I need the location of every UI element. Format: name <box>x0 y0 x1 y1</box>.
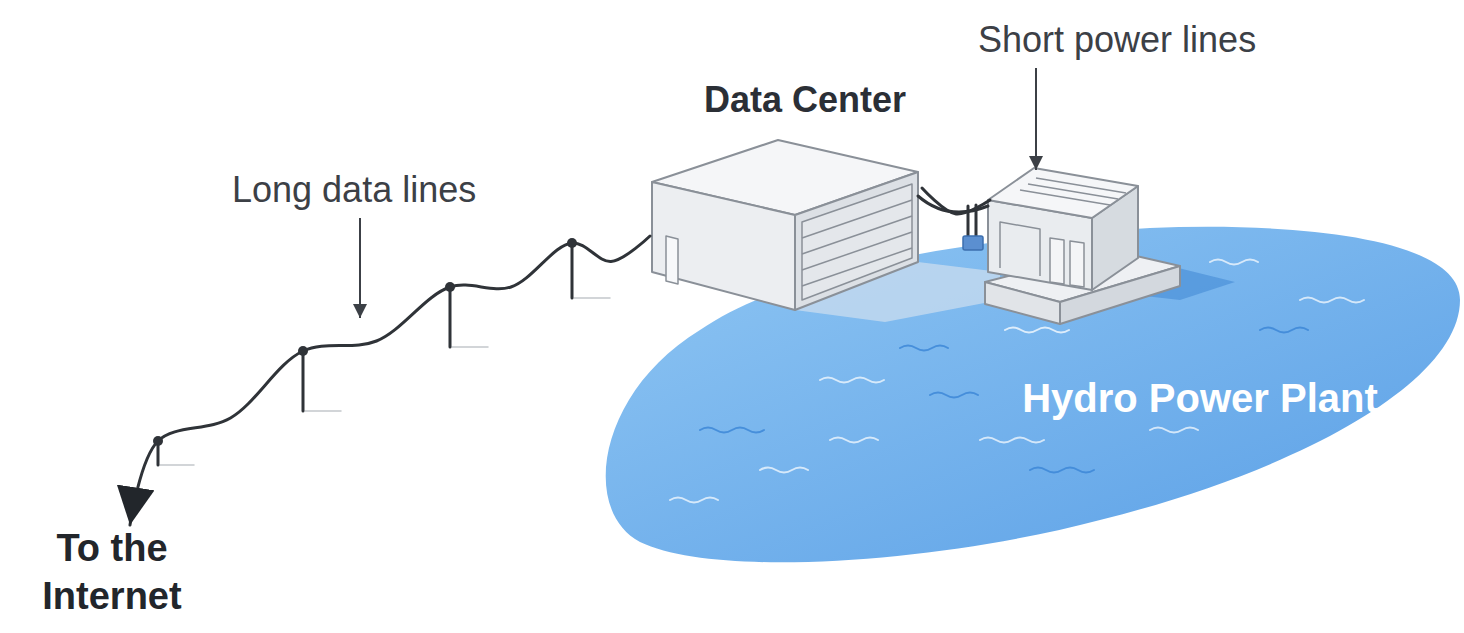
power-cable-drops <box>918 196 988 250</box>
louver-slat <box>802 200 912 238</box>
node-label: Data Center <box>688 78 922 121</box>
data-center-building <box>652 140 918 310</box>
node-label: To the Internet <box>22 525 202 620</box>
platform-front <box>985 282 1060 324</box>
wave <box>1005 328 1069 333</box>
station-roof <box>988 168 1138 218</box>
wave <box>930 393 978 398</box>
roof-vent <box>1028 184 1118 199</box>
roof-vent <box>1036 178 1126 193</box>
node-label: Hydro Power Plant <box>990 374 1410 422</box>
wave <box>1300 298 1364 303</box>
cable-drop <box>967 206 970 240</box>
leader-arrow <box>1035 68 1037 170</box>
callout-label: Long data lines <box>232 168 476 211</box>
wave <box>1260 328 1308 333</box>
building-right-wall <box>795 172 918 310</box>
pole-insulator <box>153 436 163 446</box>
cable-drop <box>975 205 978 236</box>
junction-box <box>963 236 983 250</box>
pole-insulator <box>567 238 577 248</box>
station-door <box>1050 238 1064 284</box>
wave <box>670 498 718 503</box>
louver-slat <box>802 216 912 254</box>
pole-shadow <box>305 410 341 412</box>
power-plant-node: Hydro Power Plant <box>990 160 1410 422</box>
louver-panel <box>802 184 912 300</box>
callout-label: Short power lines <box>978 18 1256 61</box>
power-station-building <box>985 168 1180 324</box>
wave <box>700 428 764 433</box>
pole-shadow <box>160 464 194 466</box>
pole-insulator <box>445 282 455 292</box>
data-line <box>130 236 650 525</box>
building-door <box>666 236 678 284</box>
pole-insulator <box>298 346 308 356</box>
power-line <box>922 188 990 214</box>
wave <box>760 468 808 473</box>
station-panel <box>1000 222 1040 276</box>
wave <box>980 438 1044 443</box>
pole <box>302 351 305 411</box>
wave <box>1150 428 1198 433</box>
building-left-wall <box>652 182 795 310</box>
station-door <box>1070 241 1084 287</box>
pole <box>571 243 574 298</box>
wave <box>1030 468 1094 473</box>
utility-poles <box>153 238 610 465</box>
pole-shadow <box>452 346 488 348</box>
wave <box>1210 260 1258 265</box>
louver-slat <box>802 248 912 286</box>
leader-arrow <box>359 218 361 318</box>
pole-shadow <box>574 297 610 299</box>
wave <box>820 378 884 383</box>
pole <box>449 287 452 347</box>
data-center-node: Data Center <box>650 78 922 312</box>
roof-vent <box>1020 190 1110 205</box>
wave <box>900 346 948 351</box>
louver-slat <box>802 232 912 270</box>
wave <box>830 438 878 443</box>
internet-endpoint-node: To the Internet <box>22 525 202 621</box>
